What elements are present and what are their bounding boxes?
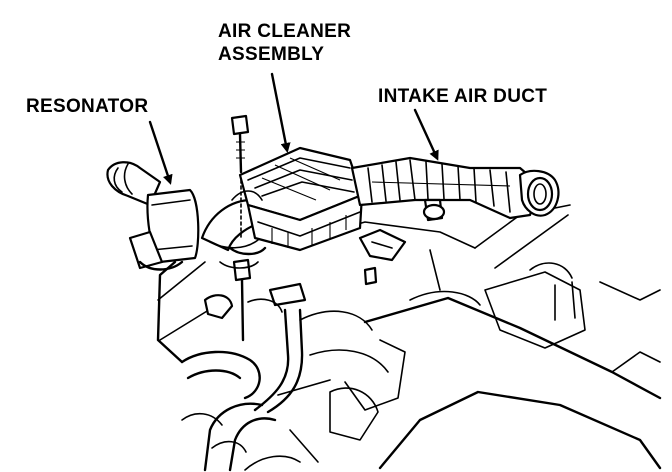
lower-hoses	[180, 308, 319, 472]
mounting-bolt	[219, 114, 259, 342]
label-intake-air-duct: INTAKE AIR DUCT	[378, 86, 548, 107]
engine-components	[203, 228, 407, 320]
label-resonator: RESONATOR	[26, 96, 149, 117]
label-air-cleaner-line1: AIR CLEANER	[218, 21, 352, 42]
intake-air-duct	[350, 156, 560, 222]
engine-block	[277, 262, 662, 470]
air-cleaner-assembly	[228, 146, 364, 256]
label-air-cleaner-line2: ASSEMBLY	[218, 44, 325, 65]
leader-lines	[148, 72, 439, 185]
resonator	[106, 161, 264, 271]
